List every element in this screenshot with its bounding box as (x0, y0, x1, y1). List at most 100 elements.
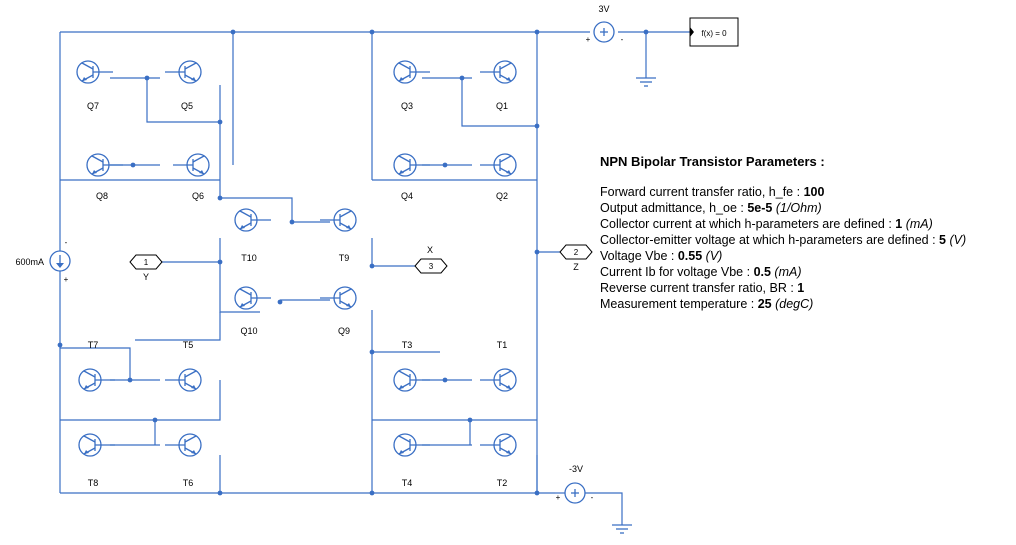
transistor-label: T7 (88, 340, 99, 350)
parameter-unit: (V) (946, 233, 967, 247)
parameter-label: Output admittance, h_oe : (600, 201, 748, 215)
current-label: 600mA (15, 257, 44, 267)
transistor-label: Q7 (87, 101, 99, 111)
parameter-label: Collector-emitter voltage at which h-par… (600, 233, 940, 247)
junction-dot (369, 29, 375, 35)
parameters-panel: NPN Bipolar Transistor Parameters : Forw… (600, 154, 966, 312)
npn-transistor-symbol (78, 368, 115, 392)
voltage-source-pos-icon (593, 21, 615, 43)
voltage-label: -3V (569, 464, 583, 474)
port-connector (559, 244, 593, 260)
port-name: Y (143, 272, 149, 282)
parameters-list: Forward current transfer ratio, h_fe : 1… (600, 184, 966, 312)
current-source-icon (49, 250, 71, 272)
transistor-label: Q10 (240, 326, 257, 336)
transistor-label: T9 (339, 253, 350, 263)
parameter-row: Measurement temperature : 25 (degC) (600, 296, 966, 312)
parameter-label: Voltage Vbe : (600, 249, 678, 263)
npn-transistor-symbol (393, 60, 430, 84)
transistor-label: Q9 (338, 326, 350, 336)
devices (49, 17, 739, 534)
npn-transistor-symbol (393, 153, 430, 177)
npn-transistor-symbol (480, 368, 517, 392)
npn-transistor-symbol (78, 433, 115, 457)
junction-dot (230, 29, 236, 35)
port-number: 3 (429, 262, 434, 271)
wires (57, 29, 690, 525)
transistor-label: Q5 (181, 101, 193, 111)
parameter-value: 25 (757, 297, 772, 311)
port-number: 2 (574, 248, 579, 257)
parameter-row: Current Ib for voltage Vbe : 0.5 (mA) (600, 264, 966, 280)
npn-transistor-symbol (234, 286, 271, 310)
polarity-sign: - (621, 35, 624, 44)
transistor-label: T4 (402, 478, 413, 488)
npn-transistor-symbol (234, 208, 271, 232)
parameter-value: 100 (803, 185, 825, 199)
wire (585, 492, 623, 525)
transistor-label: T3 (402, 340, 413, 350)
transistor-label: T2 (497, 478, 508, 488)
wire (60, 347, 131, 380)
transistor-label: T6 (183, 478, 194, 488)
parameter-label: Current Ib for voltage Vbe : (600, 265, 754, 279)
transistor-label: Q6 (192, 191, 204, 201)
wire (371, 238, 420, 267)
npn-transistor-symbol (76, 60, 113, 84)
npn-transistor-symbol (86, 153, 123, 177)
junction-dot (442, 162, 448, 168)
port-number: 1 (144, 258, 149, 267)
polarity-sign: + (586, 35, 591, 44)
parameter-row: Output admittance, h_oe : 5e-5 (1/Ohm) (600, 200, 966, 216)
port-connector (414, 258, 448, 274)
parameter-label: Collector current at which h-parameters … (600, 217, 896, 231)
transistor-label: Q1 (496, 101, 508, 111)
wire (60, 380, 221, 421)
parameter-unit: (1/Ohm) (772, 201, 822, 215)
parameter-row: Collector current at which h-parameters … (600, 216, 966, 232)
npn-transistor-symbol (480, 433, 517, 457)
junction-dot (217, 259, 223, 265)
npn-transistor-symbol (320, 286, 357, 310)
junction-dot (442, 377, 448, 383)
junction-dot (289, 219, 295, 225)
npn-transistor-symbol (480, 153, 517, 177)
parameter-unit: (V) (702, 249, 723, 263)
parameters-title: NPN Bipolar Transistor Parameters : (600, 154, 825, 169)
parameter-value: 5 (939, 233, 946, 247)
parameter-unit: (mA) (902, 217, 933, 231)
npn-transistor-symbol (393, 433, 430, 457)
junction-dot (369, 263, 375, 269)
port-name: Z (573, 262, 579, 272)
wire (461, 78, 537, 127)
parameter-label: Reverse current transfer ratio, BR : (600, 281, 798, 295)
parameter-label: Forward current transfer ratio, h_fe : (600, 185, 804, 199)
junction-dot (643, 29, 649, 35)
wire (146, 78, 220, 123)
transistor-label: Q4 (401, 191, 413, 201)
polarity-sign: + (64, 275, 69, 284)
junction-dot (369, 490, 375, 496)
junction-dot (130, 162, 136, 168)
junction-dot (534, 29, 540, 35)
wire (219, 238, 260, 313)
parameter-value: 5e-5 (747, 201, 773, 215)
scope-block (689, 17, 739, 47)
voltage-label: 3V (598, 4, 609, 14)
parameter-row: Forward current transfer ratio, h_fe : 1… (600, 184, 966, 200)
voltage-source-neg-icon (564, 482, 586, 504)
junction-dot (277, 299, 283, 305)
npn-transistor-symbol (320, 208, 357, 232)
parameter-value: 1 (895, 217, 903, 231)
parameter-label: Measurement temperature : (600, 297, 758, 311)
npn-transistor-symbol (173, 153, 210, 177)
wire (135, 312, 221, 341)
parameter-value: 0.5 (753, 265, 771, 279)
parameter-row: Collector-emitter voltage at which h-par… (600, 232, 966, 248)
transistor-label: T10 (241, 253, 257, 263)
junction-dot (217, 490, 223, 496)
parameter-value: 1 (797, 281, 805, 295)
transistor-label: T1 (497, 340, 508, 350)
transistor-label: T5 (183, 340, 194, 350)
